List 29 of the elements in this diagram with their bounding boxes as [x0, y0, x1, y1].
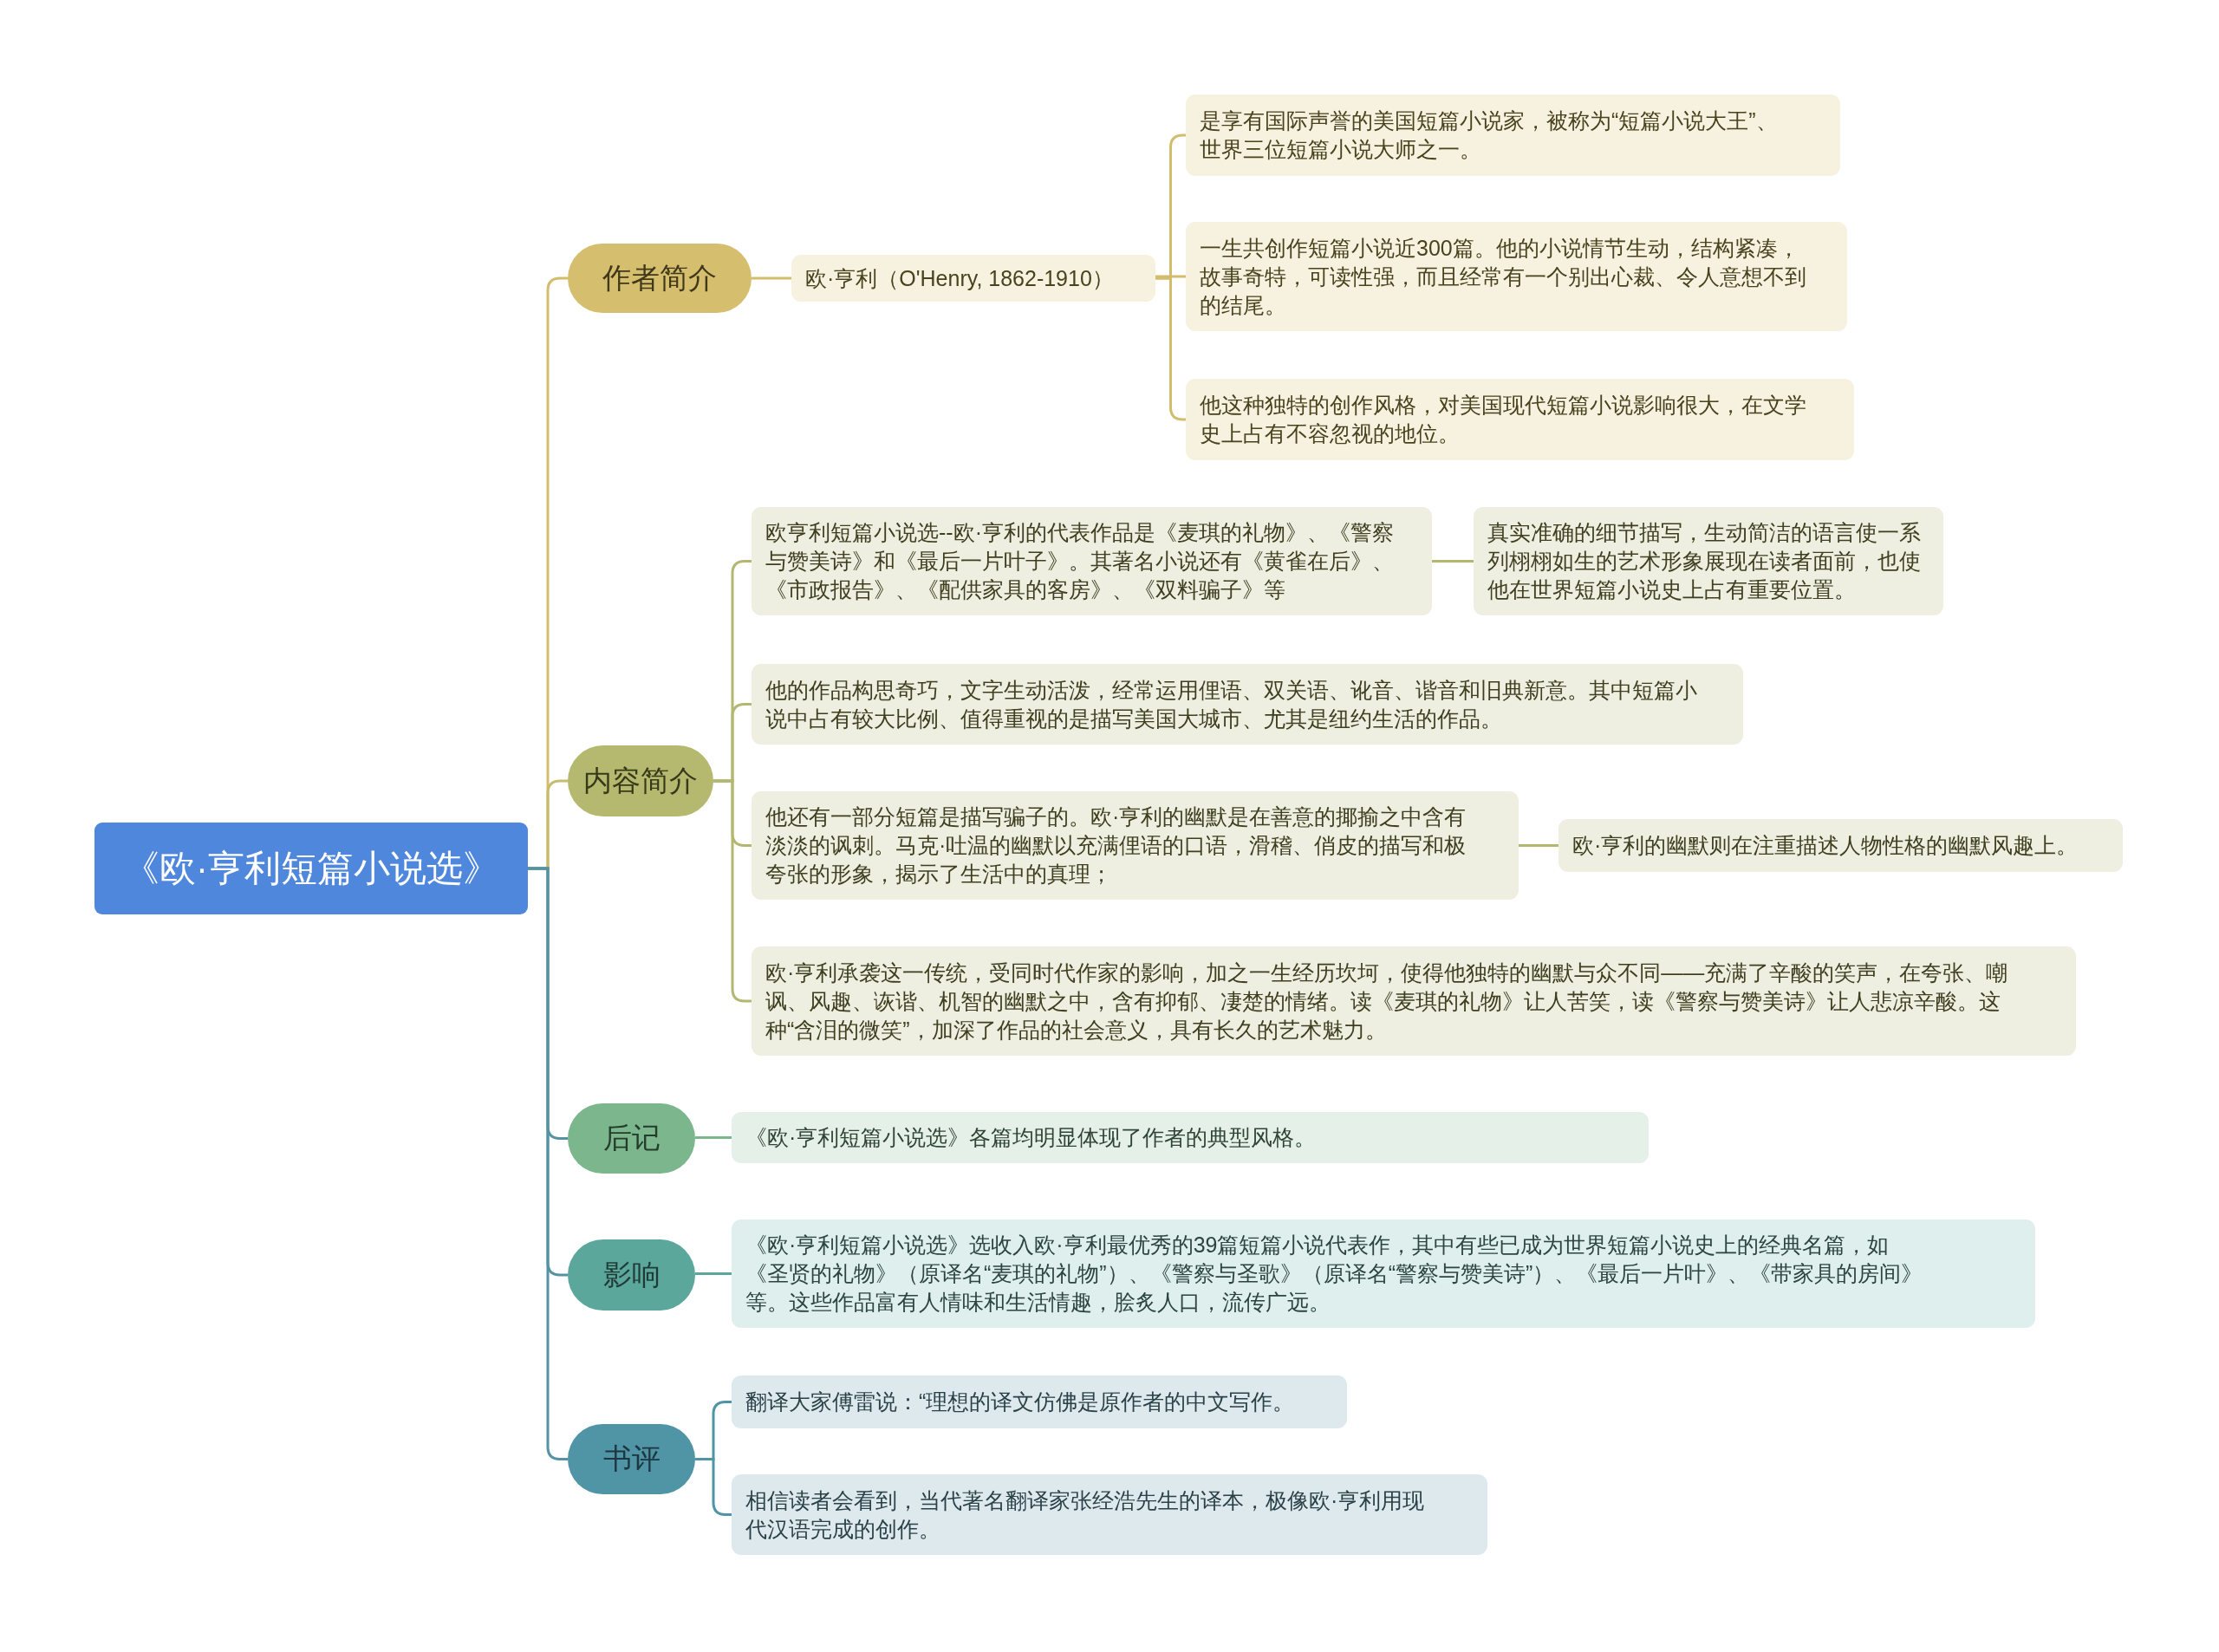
connector-line	[1432, 560, 1474, 563]
branch-topic: 书评	[568, 1424, 695, 1494]
note-card: 欧·亨利的幽默则在注重描述人物性格的幽默风趣上。	[1559, 819, 2123, 872]
branch-topic: 后记	[568, 1103, 695, 1174]
connector-line	[713, 779, 752, 1003]
branch-topic: 作者简介	[568, 244, 752, 313]
note-card: 欧·亨利（O'Henry, 1862-1910）	[791, 255, 1155, 302]
branch-topic: 内容简介	[568, 745, 713, 816]
connector-line	[1155, 276, 1186, 421]
connector-line	[695, 1272, 732, 1275]
branch-topic: 影响	[568, 1239, 695, 1311]
note-card: 翻译大家傅雷说：“理想的译文仿佛是原作者的中文写作。	[732, 1376, 1347, 1428]
note-card: 真实准确的细节描写，生动简洁的语言使一系列栩栩如生的艺术形象展现在读者面前，也使他在世界短篇小说史上占有重要位置。	[1474, 507, 1943, 615]
note-card: 他这种独特的创作风格，对美国现代短篇小说影响很大，在文学史上占有不容忽视的地位。	[1186, 379, 1854, 460]
note-card: 《欧·亨利短篇小说选》选收入欧·亨利最优秀的39篇短篇小说代表作，其中有些已成为世界短篇小说史上的经典名篇，如《圣贤的礼物》（原译名“麦琪的礼物”）、《警察与圣歌》（原译名“警察与赞美诗”）、《最后一片叶》、《带家具的房间》等。这些作品富有人情味和生活情趣，脍炙人口，流传广远。	[732, 1219, 2035, 1328]
connector-line	[1519, 844, 1559, 847]
note-card: 一生共创作短篇小说近300篇。他的小说情节生动，结构紧凑，故事奇特，可读性强，而且经常有一个别出心裁、令人意想不到的结尾。	[1186, 222, 1847, 331]
note-card: 他还有一部分短篇是描写骗子的。欧·亨利的幽默是在善意的揶揄之中含有淡淡的讽刺。马克·吐温的幽默以充满俚语的口语，滑稽、俏皮的描写和极夸张的形象，揭示了生活中的真理；	[752, 791, 1519, 900]
connector-line	[695, 1458, 732, 1516]
note-card: 《欧·亨利短篇小说选》各篇均明显体现了作者的典型风格。	[732, 1112, 1649, 1163]
note-card: 是享有国际声誉的美国短篇小说家，被称为“短篇小说大王”、世界三位短篇小说大师之一。	[1186, 94, 1840, 176]
connector-line	[695, 1136, 732, 1139]
central-topic: 《欧·亨利短篇小说选》	[94, 823, 528, 914]
note-card: 他的作品构思奇巧，文字生动活泼，经常运用俚语、双关语、讹音、谐音和旧典新意。其中短篇小说中占有较大比例、值得重视的是描写美国大城市、尤其是纽约生活的作品。	[752, 664, 1743, 745]
note-card: 相信读者会看到，当代著名翻译家张经浩先生的译本，极像欧·亨利用现代汉语完成的创作。	[732, 1474, 1487, 1555]
note-card: 欧亨利短篇小说选--欧·亨利的代表作品是《麦琪的礼物》、《警察与赞美诗》和《最后一片叶子》。其著名小说还有《黄雀在后》、《市政报告》、《配供家具的客房》、《双料骗子》等	[752, 507, 1432, 615]
connector-line	[1155, 275, 1186, 278]
note-card: 欧·亨利承袭这一传统，受同时代作家的影响，加之一生经历坎坷，使得他独特的幽默与众不同——充满了辛酸的笑声，在夸张、嘲讽、风趣、诙谐、机智的幽默之中，含有抑郁、凄楚的情绪。读《麦琪的礼物》让人苦笑，读《警察与赞美诗》让人悲凉辛酸。这种“含泪的微笑”，加深了作品的社会意义，具有长久的艺术魅力。	[752, 946, 2076, 1056]
connector-line	[752, 276, 791, 280]
